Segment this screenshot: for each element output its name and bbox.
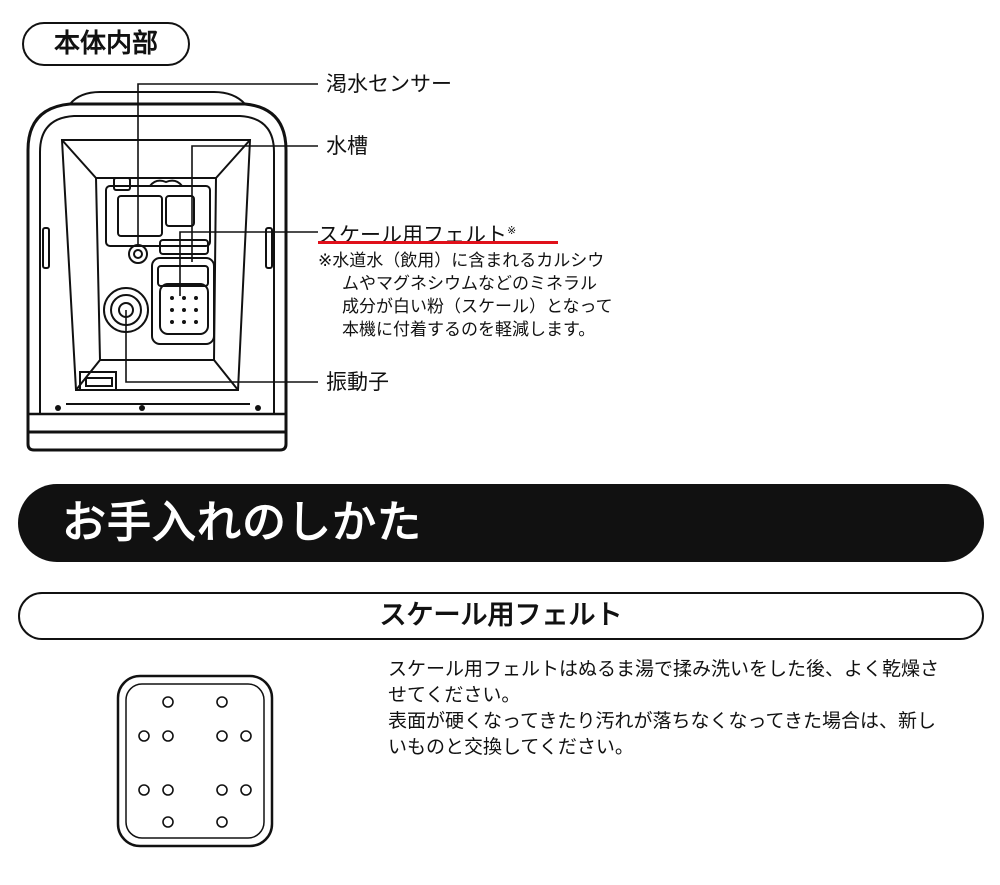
felt-footnote: ※水道水（飲用）に含まれるカルシウ ムやマグネシウムなどのミネラル 成分が白い粉…	[318, 250, 698, 342]
leader-vibrator	[125, 310, 318, 383]
water-level-sensor	[128, 244, 148, 264]
leader-tank	[191, 145, 318, 262]
leader-felt	[179, 231, 318, 296]
care-section-band	[18, 484, 984, 562]
felt-holder	[151, 257, 215, 345]
note-line: 本機に付着するのを軽減します。	[342, 320, 596, 340]
desc-line: 表面が硬くなってきたり汚れが落ちなくなってきた場合は、新し	[388, 710, 936, 732]
section-title-pill: 本体内部	[22, 22, 190, 66]
footnote-mark: ※	[507, 224, 517, 237]
callout-water-sensor: 渇水センサー	[326, 72, 452, 96]
section-title: 本体内部	[53, 29, 158, 59]
note-line: ※水道水（飲用）に含まれるカルシウ	[318, 251, 605, 271]
device-base	[26, 414, 288, 452]
leader-sensor	[137, 83, 318, 246]
desc-line: せてください。	[388, 684, 521, 706]
desc-line: いものと交換してください。	[388, 736, 634, 758]
callout-vibrator: 振動子	[326, 370, 389, 394]
care-section-title: お手入れのしかた	[62, 497, 422, 548]
desc-line: スケール用フェルトはぬるま湯で揉み洗いをした後、よく乾燥さ	[388, 658, 940, 680]
felt-subsection-pill	[18, 592, 984, 640]
felt-care-description: スケール用フェルトはぬるま湯で揉み洗いをした後、よく乾燥さ せてください。 表面…	[388, 656, 988, 760]
callout-water-tank: 水槽	[326, 134, 368, 158]
felt-red-underline	[318, 241, 558, 244]
felt-subsection-title: スケール用フェルト	[379, 600, 623, 631]
note-line: 成分が白い粉（スケール）となって	[342, 297, 613, 317]
felt-illustration	[116, 674, 274, 848]
note-line: ムやマグネシウムなどのミネラル	[342, 274, 597, 294]
